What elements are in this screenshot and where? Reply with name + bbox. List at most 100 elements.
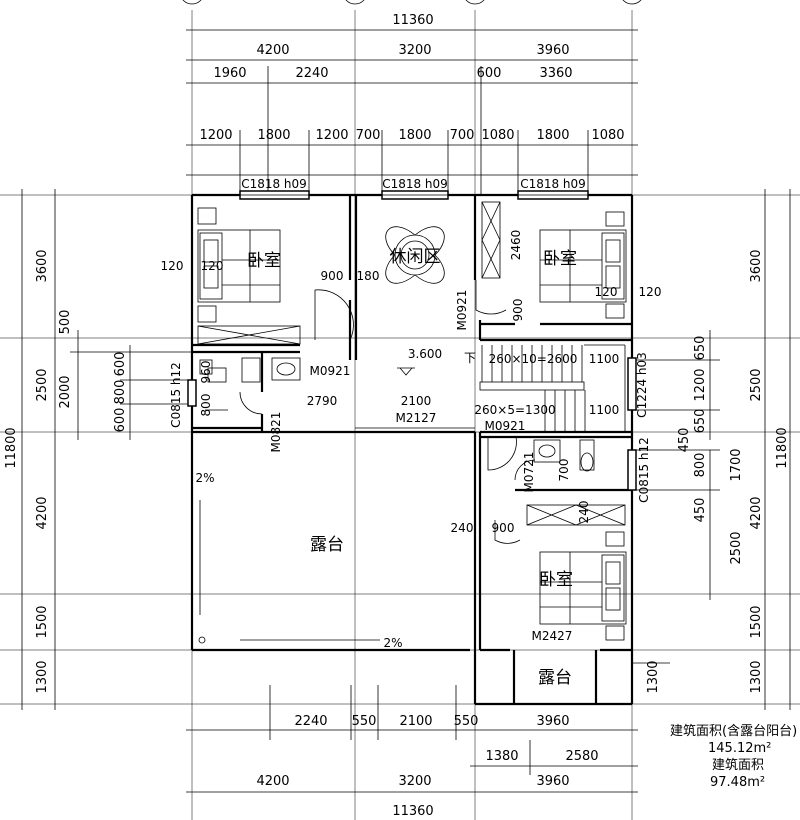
dim-total-top: 11360 xyxy=(392,13,433,28)
room-terrace-small: 露台 xyxy=(538,668,572,688)
area-line-1: 建筑面积(含露台阳台) xyxy=(670,723,797,739)
area-line-3: 建筑面积 xyxy=(712,757,764,773)
label-180: 180 xyxy=(357,269,380,283)
window-c0815-a: C0815 h12 xyxy=(169,362,183,428)
label-1100-a: 1100 xyxy=(589,352,620,366)
dim-left-2: 2500 xyxy=(35,368,50,401)
dim-top2-a: 1960 xyxy=(213,66,246,81)
dim-bottom2-a: 1380 xyxy=(485,749,518,764)
label-2100: 2100 xyxy=(401,394,432,408)
window-label-1: C1818 h09 xyxy=(241,177,307,191)
dim-top1-a: 4200 xyxy=(256,43,289,58)
dim-right-2: 2500 xyxy=(749,368,764,401)
bottom-dimension-labels: 2240 550 2100 550 3960 1380 2580 4200 32… xyxy=(256,714,598,819)
dim-right-bath-450a: 450 xyxy=(677,428,692,453)
dim-bottom3-a: 4200 xyxy=(256,774,289,789)
label-2790: 2790 xyxy=(307,394,338,408)
dim-top3-5: 1800 xyxy=(398,128,431,143)
dim-bottom1-a: 2240 xyxy=(294,714,327,729)
door-m2127: M2127 xyxy=(396,411,437,425)
dim-right-bath-800: 800 xyxy=(693,453,708,478)
dim-right-inner-2500: 2500 xyxy=(729,531,744,564)
elevation-label: 3.600 xyxy=(408,347,442,361)
dim-top3-7: 1080 xyxy=(481,128,514,143)
dim-right-5: 1300 xyxy=(749,660,764,693)
label-2460: 2460 xyxy=(509,230,523,261)
dim-bottom3-c: 3960 xyxy=(536,774,569,789)
dim-top3-2: 1800 xyxy=(257,128,290,143)
wardrobe-2 xyxy=(481,201,501,279)
dim-right-bath-450b: 450 xyxy=(693,498,708,523)
dim-top1-c: 3960 xyxy=(536,43,569,58)
walls xyxy=(190,193,634,706)
dim-bottom1-b: 550 xyxy=(352,714,377,729)
label-960: 960 xyxy=(199,361,213,384)
top-dimension-labels: 11360 4200 3200 3960 1960 2240 600 3360 … xyxy=(199,13,624,143)
right-dimension-lines xyxy=(632,189,791,710)
stairs xyxy=(479,344,626,433)
dim-bottom1-d: 550 xyxy=(454,714,479,729)
room-bedroom-2: 卧室 xyxy=(543,249,577,269)
stair-upper-label: 260×10=2600 xyxy=(489,352,578,366)
dim-left-1: 3600 xyxy=(35,249,50,282)
dim-bottom3-b: 3200 xyxy=(398,774,431,789)
dim-left-total: 11800 xyxy=(4,427,19,468)
bed-1 xyxy=(197,207,301,345)
dim-bottom1-c: 2100 xyxy=(399,714,432,729)
dim-top3-4: 700 xyxy=(356,128,381,143)
window-c1224: C1224 h03 xyxy=(635,352,649,418)
dim-left-3: 4200 xyxy=(35,496,50,529)
dim-left-4: 1500 xyxy=(35,605,50,638)
door-m0821: M0821 xyxy=(269,412,283,453)
label-700: 700 xyxy=(557,459,571,482)
doors xyxy=(239,280,536,544)
room-terrace-main: 露台 xyxy=(310,535,344,555)
door-m2427: M2427 xyxy=(532,629,573,643)
dim-right-stair-1200: 1200 xyxy=(693,368,708,401)
dim-left-5: 1300 xyxy=(35,660,50,693)
label-900-a: 900 xyxy=(321,269,344,283)
label-1100-b: 1100 xyxy=(589,403,620,417)
stair-lower-label: 260×5=1300 xyxy=(474,403,555,417)
dim-top3-1: 1200 xyxy=(199,128,232,143)
bed-2 xyxy=(539,211,627,319)
window-label-2: C1818 h09 xyxy=(382,177,448,191)
wardrobe-3 xyxy=(526,504,626,526)
windows xyxy=(187,190,637,491)
room-bedroom-3: 卧室 xyxy=(539,570,573,590)
slope-label-1: 2% xyxy=(195,471,214,485)
door-m0921-b: M0921 xyxy=(310,364,351,378)
dim-total-bottom: 11360 xyxy=(392,804,433,819)
label-240-a: 240 xyxy=(577,501,591,524)
leisure-table xyxy=(385,226,445,284)
axis-bubbles xyxy=(182,0,642,5)
bottom-dimension-lines xyxy=(186,685,638,793)
door-m0921-a: M0921 xyxy=(455,290,469,331)
interior-labels: 120 120 900 180 2460 900 120 120 M0921 M… xyxy=(161,230,662,650)
dim-left-inner-500: 500 xyxy=(58,310,73,335)
room-bedroom-1: 卧室 xyxy=(247,251,281,271)
left-dimension-labels: 3600 2500 4200 1500 1300 11800 500 2000 … xyxy=(4,249,128,693)
dim-left-bath-800: 800 xyxy=(113,380,128,405)
label-120-c: 120 xyxy=(595,285,618,299)
door-m0921-c: M0921 xyxy=(485,419,526,433)
dim-top3-6: 700 xyxy=(450,128,475,143)
dim-right-4: 1500 xyxy=(749,605,764,638)
bed-3 xyxy=(539,531,627,641)
dim-right-stair-650b: 650 xyxy=(693,409,708,434)
label-120-b: 120 xyxy=(201,259,224,273)
terrace-details xyxy=(198,367,415,644)
dim-right-1: 3600 xyxy=(749,249,764,282)
room-leisure: 休闲区 xyxy=(390,247,441,267)
room-labels: 卧室 休闲区 卧室 露台 卧室 露台 xyxy=(247,247,577,688)
dim-top2-c: 600 xyxy=(477,66,502,81)
dim-top3-8: 1800 xyxy=(536,128,569,143)
label-900-b: 900 xyxy=(511,299,525,322)
left-dimension-lines xyxy=(21,189,192,710)
label-900-c: 900 xyxy=(492,521,515,535)
dim-top3-9: 1080 xyxy=(591,128,624,143)
slope-label-2: 2% xyxy=(383,636,402,650)
area-line-2: 145.12m² xyxy=(708,741,771,756)
dim-top1-b: 3200 xyxy=(398,43,431,58)
window-labels: C1818 h09 C1818 h09 C1818 h09 xyxy=(241,177,586,191)
